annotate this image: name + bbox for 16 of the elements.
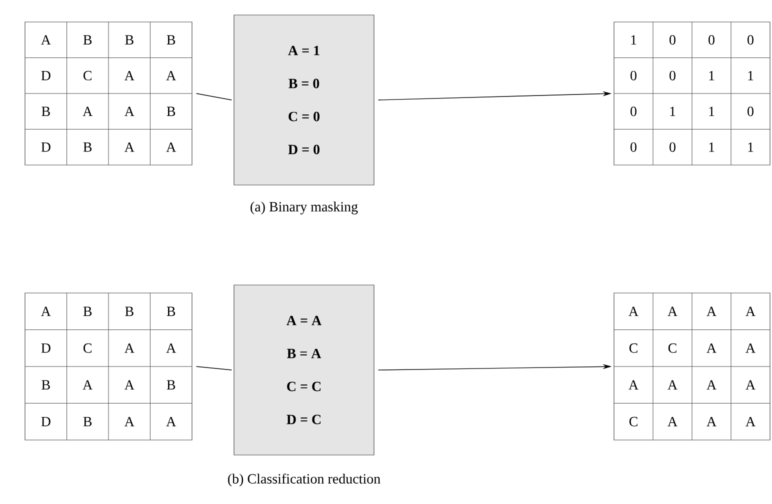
grid-table: A B B B D C A A B A A B D B A A [24, 22, 192, 166]
grid-table: 1 0 0 0 0 0 1 1 0 1 1 0 0 0 1 1 [614, 22, 770, 166]
caption: (b) Classification reduction [228, 474, 380, 486]
rule-text: B = A [287, 348, 322, 358]
rule-text: C = C [287, 382, 321, 392]
caption: (a) Binary masking [250, 202, 358, 214]
rule-text: A = 1 [288, 46, 320, 56]
rule-text: B = 0 [288, 78, 320, 88]
rule-text: A = A [286, 316, 322, 326]
grid-table: A B B B D C A A B A A B D B A A [24, 292, 192, 440]
mapping-box [234, 284, 374, 456]
rule-text: C = 0 [288, 112, 320, 122]
mapping-box [234, 14, 374, 186]
rule-text: D = C [286, 414, 321, 424]
rule-text: D = 0 [288, 144, 320, 154]
grid-table: A A A A C C A A A A A A C A A A [614, 292, 770, 440]
